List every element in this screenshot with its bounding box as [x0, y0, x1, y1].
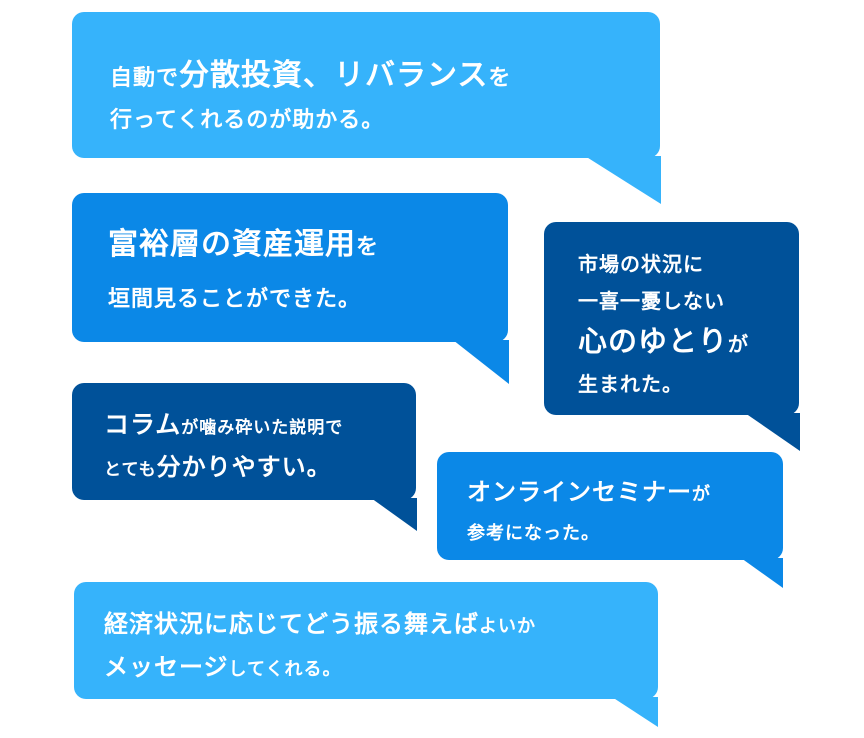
- bubble-text: 参考になった。: [467, 523, 600, 544]
- bubble-emphasis-text: 分かりやすい。: [156, 453, 332, 481]
- bubble-text: 市場の状況に: [578, 252, 704, 276]
- bubble-text: よいか: [479, 616, 536, 637]
- bubble-tail: [741, 558, 783, 588]
- bubble-text: が噛み砕いた説明で: [181, 418, 344, 438]
- bubble-emphasis-text: 富裕層の資産運用: [108, 227, 356, 262]
- bubble-text: を: [488, 66, 512, 91]
- bubble-tail: [585, 156, 661, 204]
- bubble-line: オンラインセミナーが: [467, 472, 783, 507]
- bubble-text: 一喜一憂しない: [578, 289, 725, 313]
- bubble-line: メッセージしてくれる。: [104, 647, 658, 682]
- bubble-line: コラムが噛み砕いた説明で: [104, 405, 416, 441]
- bubble-tail: [745, 413, 800, 451]
- bubble-tail: [612, 697, 658, 727]
- bubble-tail: [453, 340, 509, 384]
- bubble-line: 経済状況に応じてどう振る舞えばよいか: [104, 604, 658, 639]
- bubble-tail: [371, 498, 417, 531]
- bubble-line: 行ってくれるのが助かる。: [110, 102, 660, 134]
- bubble-line: 富裕層の資産運用を: [108, 219, 508, 263]
- bubble-line: 垣間見ることができた。: [108, 281, 508, 313]
- comment-bubble-auto-rebalance: 自動で分散投資、リバランスを 行ってくれるのが助かる。: [72, 12, 660, 158]
- bubble-emphasis-text: コラム: [104, 410, 182, 439]
- bubble-line: 生まれた。: [578, 368, 799, 397]
- bubble-text: 行ってくれるのが助かる。: [110, 108, 385, 133]
- bubble-emphasis-text: メッセージ: [104, 653, 229, 681]
- comment-bubble-peace-of-mind: 市場の状況に 一喜一憂しない 心のゆとりが 生まれた。: [544, 222, 799, 415]
- bubble-text: が: [692, 484, 711, 505]
- comment-bubble-column: コラムが噛み砕いた説明で とても分かりやすい。: [72, 383, 416, 500]
- bubble-emphasis-text: 心のゆとり: [578, 324, 729, 358]
- bubble-emphasis-text: 経済状況に応じてどう振る舞えば: [104, 610, 479, 638]
- bubble-text: 垣間見ることができた。: [108, 287, 362, 312]
- bubble-emphasis-text: 分散投資、リバランス: [179, 58, 489, 93]
- comment-bubble-wealth-management: 富裕層の資産運用を 垣間見ることができた。: [72, 193, 508, 342]
- bubble-text: してくれる。: [228, 659, 342, 680]
- bubble-line: 心のゆとりが: [578, 318, 799, 360]
- bubble-line: 自動で分散投資、リバランスを: [110, 50, 660, 94]
- comment-bubble-message-guidance: 経済状況に応じてどう振る舞えばよいか メッセージしてくれる。: [74, 582, 658, 699]
- bubble-line: 市場の状況に: [578, 248, 799, 277]
- bubble-line: 参考になった。: [467, 519, 783, 545]
- bubble-text: 自動で: [110, 66, 180, 91]
- bubble-text: 生まれた。: [578, 372, 683, 396]
- bubble-text: とても: [104, 460, 157, 480]
- comment-bubble-online-seminar: オンラインセミナーが 参考になった。: [437, 452, 783, 560]
- bubble-text: を: [356, 235, 380, 260]
- bubble-line: とても分かりやすい。: [104, 447, 416, 482]
- bubble-line: 一喜一憂しない: [578, 285, 799, 314]
- bubble-emphasis-text: オンラインセミナー: [467, 478, 692, 506]
- bubble-text: が: [728, 332, 750, 356]
